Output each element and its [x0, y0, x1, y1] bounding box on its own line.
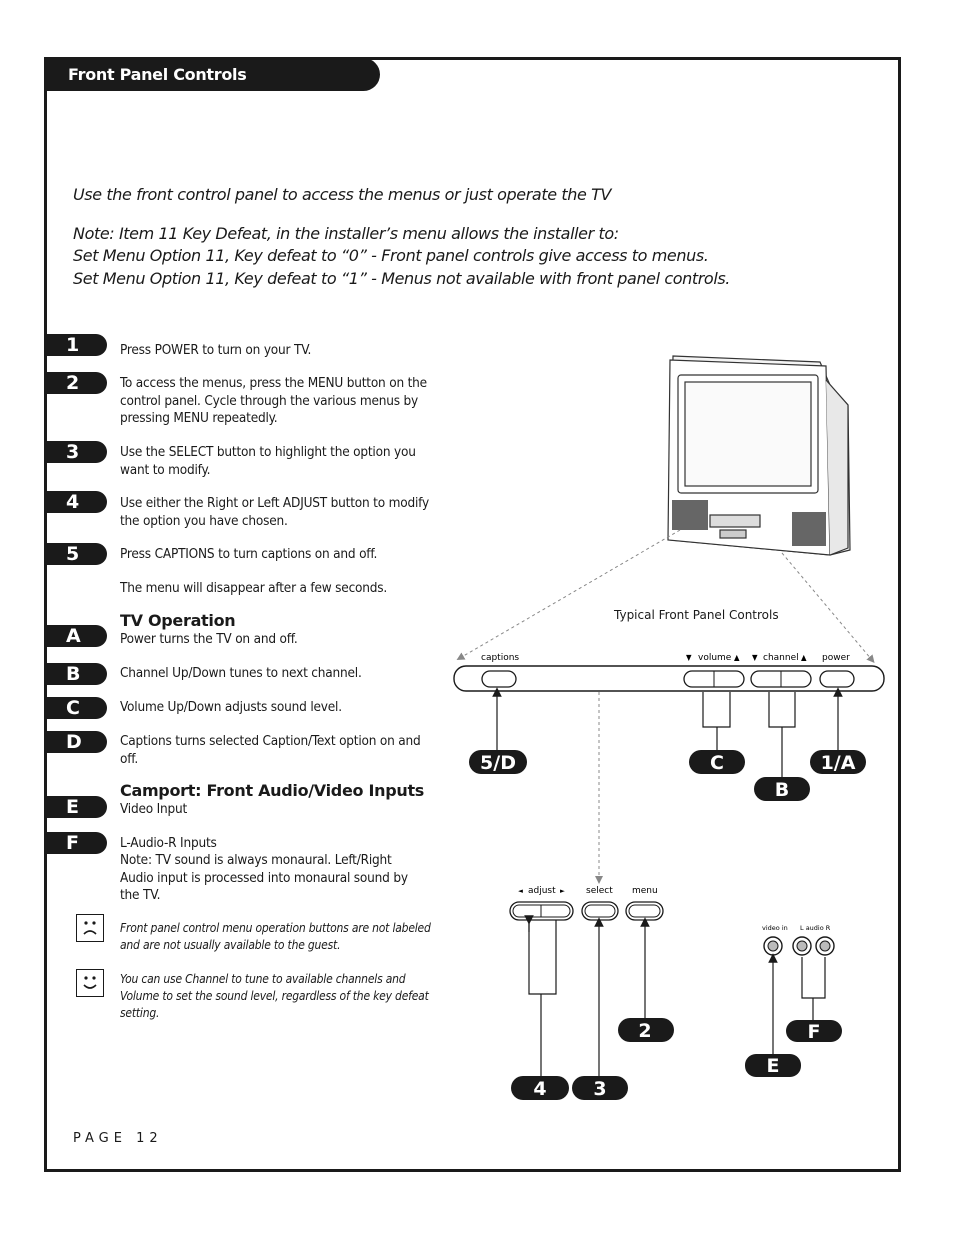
channel-label: channel	[763, 653, 799, 663]
note-text-2: You can use Channel to tune to available…	[120, 972, 429, 1020]
step-text-4: Use either the Right or Left ADJUST butt…	[120, 495, 429, 529]
tv-op-text-d: Captions turns selected Caption/Text opt…	[120, 733, 421, 767]
audio-l-jack	[792, 936, 812, 956]
audio-label: L audio R	[800, 924, 831, 932]
callout-power: 1/A	[810, 750, 866, 774]
callout-menu: 2	[618, 1018, 674, 1042]
adjust-label: adjust	[528, 886, 556, 896]
intro-note: Note: Item 11 Key Defeat, in the install…	[73, 224, 619, 243]
tv-illustration	[667, 355, 851, 556]
svg-text:▲: ▲	[801, 653, 807, 662]
tv-op-text-c: Volume Up/Down adjusts sound level.	[120, 699, 342, 715]
select-button	[584, 904, 616, 918]
video-in-label: video in	[762, 924, 788, 932]
page-number: PAGE 12	[73, 1131, 163, 1146]
camport-text-f: L-Audio-R Inputs	[120, 835, 217, 851]
captions-label: captions	[481, 653, 519, 663]
tv-op-badge-b: B	[45, 663, 107, 685]
tv-op-text-a: Power turns the TV on and off.	[120, 631, 298, 647]
page-frame	[44, 57, 901, 1172]
step-badge-1: 1	[45, 334, 107, 356]
camport-badge-e: E	[45, 796, 107, 818]
step-text-3: Use the SELECT button to highlight the o…	[120, 444, 416, 478]
svg-text:4: 4	[533, 1078, 546, 1100]
step-text-1: Press POWER to turn on your TV.	[120, 342, 312, 358]
svg-text:◄: ◄	[518, 887, 523, 895]
select-label: select	[586, 886, 613, 896]
step-text-2: To access the menus, press the MENU butt…	[120, 375, 427, 426]
intro-text: Use the front control panel to access th…	[73, 185, 611, 204]
tv-op-badge-d: D	[45, 731, 107, 753]
camport-heading: Camport: Front Audio/Video Inputs	[120, 781, 425, 800]
section-header: Front Panel Controls	[44, 58, 380, 91]
note-text-1: Front panel control menu operation butto…	[120, 921, 431, 952]
svg-text:E: E	[767, 1055, 780, 1077]
svg-text:F: F	[808, 1021, 821, 1043]
step-badge-2: 2	[45, 372, 107, 394]
svg-text:▲: ▲	[734, 653, 740, 662]
svg-text:▼: ▼	[686, 653, 692, 662]
svg-text:5/D: 5/D	[480, 752, 516, 774]
callout-adjust: 4	[511, 1076, 569, 1100]
camport-note: Note: TV sound is always monaural. Left/…	[120, 852, 408, 903]
step-badge-3: 3	[45, 441, 107, 463]
menu-label: menu	[632, 886, 658, 896]
video-jack	[763, 936, 783, 956]
happy-face-icon	[76, 969, 104, 997]
intro-option-1: Set Menu Option 11, Key defeat to “1” - …	[73, 269, 730, 288]
menu-disappear-text: The menu will disappear after a few seco…	[120, 580, 388, 596]
callout-audio: F	[786, 1020, 842, 1043]
callout-volume: C	[689, 750, 745, 774]
step-text-5: Press CAPTIONS to turn captions on and o…	[120, 546, 378, 562]
svg-text:▼: ▼	[752, 653, 758, 662]
camport-badge-f: F	[45, 832, 107, 854]
tv-op-badge-a: A	[45, 625, 107, 647]
tv-op-badge-c: C	[45, 697, 107, 719]
captions-button	[481, 670, 517, 688]
step-badge-4: 4	[45, 491, 107, 513]
svg-text:C: C	[710, 752, 724, 774]
volume-label: volume	[698, 653, 732, 663]
svg-text:2: 2	[638, 1020, 651, 1042]
audio-r-jack	[815, 936, 835, 956]
step-badge-5: 5	[45, 543, 107, 565]
section-title: Front Panel Controls	[68, 65, 247, 84]
svg-text:1/A: 1/A	[821, 752, 856, 774]
callout-captions: 5/D	[469, 750, 527, 774]
sad-face-icon	[76, 914, 104, 942]
menu-button	[628, 904, 661, 918]
diagram-caption: Typical Front Panel Controls	[613, 608, 779, 622]
svg-text:B: B	[775, 779, 789, 801]
callout-video: E	[745, 1054, 801, 1077]
power-button	[819, 670, 855, 688]
callout-channel: B	[754, 777, 810, 801]
svg-text:►: ►	[560, 887, 565, 895]
tv-operation-heading: TV Operation	[120, 611, 236, 630]
camport-text-e: Video Input	[120, 801, 188, 817]
tv-op-text-b: Channel Up/Down tunes to next channel.	[120, 665, 362, 681]
svg-text:3: 3	[593, 1078, 606, 1100]
power-label: power	[822, 653, 850, 663]
callout-select: 3	[572, 1076, 628, 1100]
intro-option-0: Set Menu Option 11, Key defeat to “0” - …	[73, 246, 709, 265]
